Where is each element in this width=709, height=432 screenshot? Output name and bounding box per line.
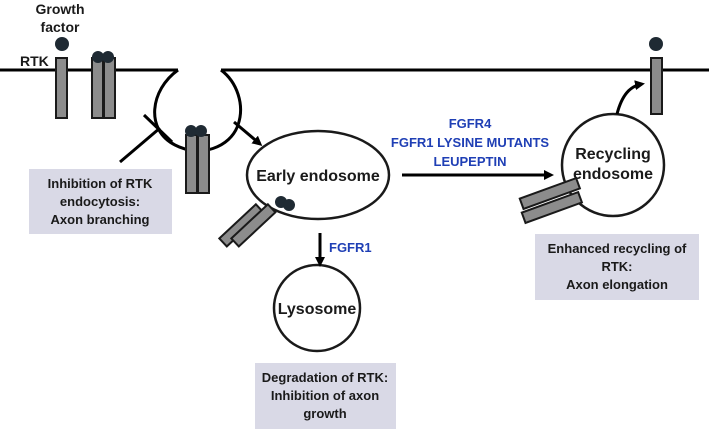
early-endosome-label: Early endosome <box>256 168 380 185</box>
growth-factor-label: Growth <box>36 1 85 17</box>
recycling-endosome-label-1: Recycling <box>575 146 651 163</box>
arrow-to-membrane <box>615 80 645 115</box>
degradation-box-line-1: Degradation of RTK: <box>262 370 388 385</box>
recycling-box-line-1: Enhanced recycling of <box>548 241 687 256</box>
fgfr1-lysine-label: FGFR1 LYSINE MUTANTS <box>391 135 550 150</box>
surface-rtk-monomer <box>55 37 69 119</box>
leupeptin-label: LEUPEPTIN <box>434 154 507 169</box>
arrow-to-early-endosome <box>233 120 263 146</box>
inhibition-bar-cap <box>142 113 174 144</box>
growth-factor-label-2: factor <box>41 19 80 35</box>
recycling-box <box>535 234 699 300</box>
fgfr1-label: FGFR1 <box>329 240 372 255</box>
inhibition-box-line-3: Axon branching <box>51 212 150 227</box>
pit-rtk-dimer <box>185 125 210 194</box>
degradation-box-line-2: Inhibition of axon <box>271 388 379 403</box>
recycling-endosome-label-2: endosome <box>573 166 653 183</box>
surface-rtk-dimer <box>91 51 116 119</box>
degradation-box-line-3: growth <box>303 406 346 421</box>
recycled-rtk <box>649 37 663 115</box>
inhibition-box <box>29 169 172 234</box>
lysosome-label: Lysosome <box>278 301 357 318</box>
rtk-label: RTK <box>20 53 49 69</box>
endosome-rtk <box>217 196 295 248</box>
inhibition-box-line-1: Inhibition of RTK <box>48 176 153 191</box>
recycling-box-line-2: RTK: <box>601 259 632 274</box>
inhibition-box-line-2: endocytosis: <box>60 194 140 209</box>
inhibition-bar <box>119 126 161 164</box>
fgfr4-label: FGFR4 <box>449 116 492 131</box>
recycling-endosome <box>560 112 666 218</box>
degradation-box <box>255 363 396 429</box>
recycling-endosome-rtk <box>518 176 584 225</box>
recycling-box-line-3: Axon elongation <box>566 277 668 292</box>
